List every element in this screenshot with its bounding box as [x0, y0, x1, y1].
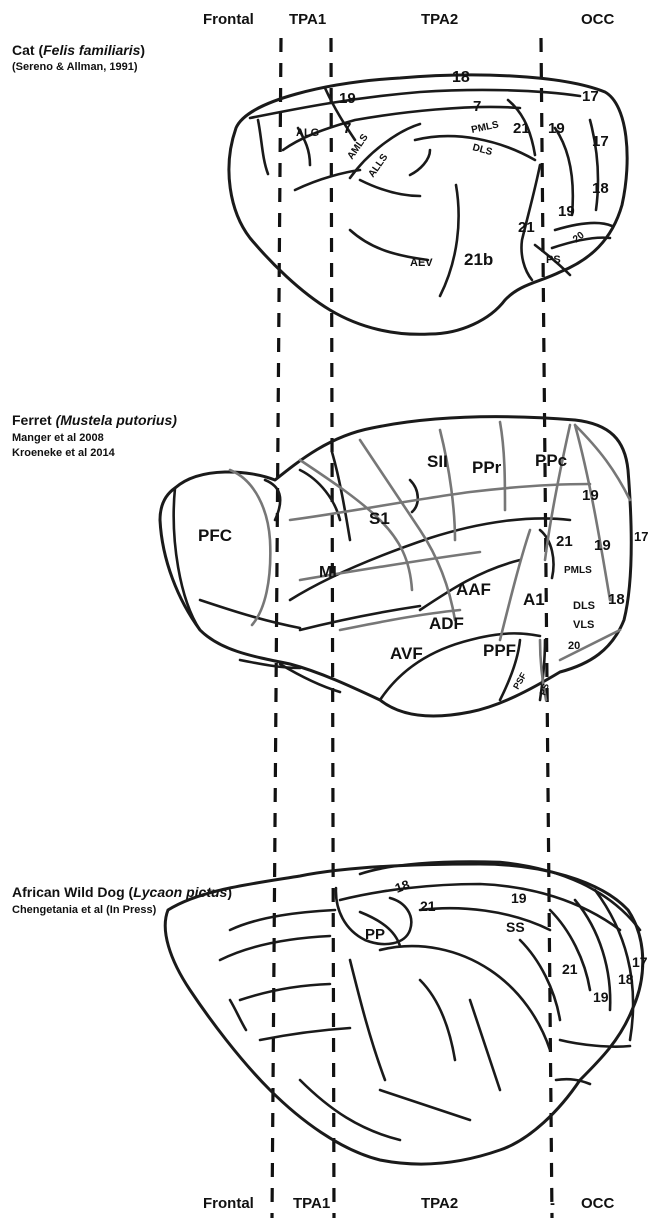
cat-area-dls: DLS	[471, 142, 493, 158]
dog-area-pp: PP	[365, 926, 385, 943]
dog-area-21-top: 21	[420, 898, 436, 914]
ferret-source-2: Kroeneke et al 2014	[12, 447, 116, 459]
divider-tpa1-tpa2	[331, 38, 334, 1218]
ferret-area-mi: MI	[319, 564, 337, 581]
ferret-area-21: 21	[556, 533, 573, 550]
ferret-area-ppc: PPc	[535, 451, 567, 470]
ferret-area-aaf: AAF	[456, 580, 491, 599]
cat-title: Cat (Felis familiaris)	[12, 42, 145, 58]
cat-area-21-low: 21	[518, 219, 535, 236]
cat-area-21-top: 21	[513, 120, 530, 137]
ferret-area-sii: SII	[427, 452, 448, 471]
ferret-area-vls: VLS	[573, 619, 594, 631]
cat-area-pmls: PMLS	[470, 119, 500, 136]
region-header-tpa2-bottom: TPA2	[421, 1195, 458, 1212]
ferret-area-20: 20	[568, 640, 580, 652]
ferret-area-19-top: 19	[582, 487, 599, 504]
cat-area-7-right: 7	[473, 98, 481, 115]
ferret-area-pmls: PMLS	[564, 565, 592, 576]
region-header-frontal-top: Frontal	[203, 11, 254, 28]
region-dividers	[272, 38, 552, 1218]
region-header-occ-top: OCC	[581, 11, 615, 28]
dog-area-18-top: 18	[393, 877, 412, 896]
cat-panel: Cat (Felis familiaris) (Sereno & Allman,…	[12, 42, 627, 334]
dog-brain	[165, 862, 643, 1165]
ferret-area-psf: PSF	[511, 670, 529, 691]
ferret-area-s1: S1	[369, 509, 390, 528]
dog-source: Chengetania et al (In Press)	[12, 904, 157, 916]
cat-area-18-right: 18	[592, 180, 609, 197]
ferret-area-dls: DLS	[573, 600, 595, 612]
ferret-source-1: Manger et al 2008	[12, 432, 104, 444]
ferret-area-a1: A1	[523, 590, 545, 609]
cat-area-19-top: 19	[339, 90, 356, 107]
cat-area-17-top: 17	[582, 88, 599, 105]
region-header-occ-bottom: OCC	[581, 1195, 615, 1212]
ferret-area-ppr: PPr	[472, 458, 502, 477]
cat-area-aev: AEV	[410, 257, 433, 269]
ferret-area-19-mid: 19	[594, 537, 611, 554]
ferret-title: Ferret (Mustela putorius)	[12, 412, 177, 428]
cat-area-7-left: 7	[343, 120, 351, 137]
ferret-area-18: 18	[608, 591, 625, 608]
dog-area-18-right: 18	[618, 971, 634, 987]
cat-area-19-low: 19	[558, 203, 575, 220]
cat-area-17-right: 17	[592, 133, 609, 150]
ferret-area-ppf: PPF	[483, 641, 516, 660]
region-header-tpa1-bottom: TPA1	[293, 1195, 330, 1212]
ferret-panel: Ferret (Mustela putorius) Manger et al 2…	[12, 412, 648, 716]
cat-area-alg: ALG	[296, 127, 319, 139]
region-header-tpa1-top: TPA1	[289, 11, 326, 28]
dog-area-19-right: 19	[593, 989, 609, 1005]
dog-area-19-top: 19	[511, 890, 527, 906]
ferret-area-avf: AVF	[390, 644, 423, 663]
cat-area-18: 18	[452, 69, 470, 86]
cat-source: (Sereno & Allman, 1991)	[12, 61, 138, 73]
cat-area-ps: PS	[546, 254, 561, 266]
region-header-frontal-bottom: Frontal	[203, 1195, 254, 1212]
cat-area-21b: 21b	[464, 250, 493, 269]
ferret-area-17: 17	[634, 529, 648, 544]
divider-frontal-tpa1	[272, 38, 281, 1218]
ferret-area-pfc: PFC	[198, 526, 232, 545]
cat-area-19-mid: 19	[548, 120, 565, 137]
dog-area-ss: SS	[506, 919, 525, 935]
dog-area-21-right: 21	[562, 961, 578, 977]
region-header-tpa2-top: TPA2	[421, 11, 458, 28]
ferret-area-adf: ADF	[429, 614, 464, 633]
dog-area-17: 17	[632, 954, 648, 970]
